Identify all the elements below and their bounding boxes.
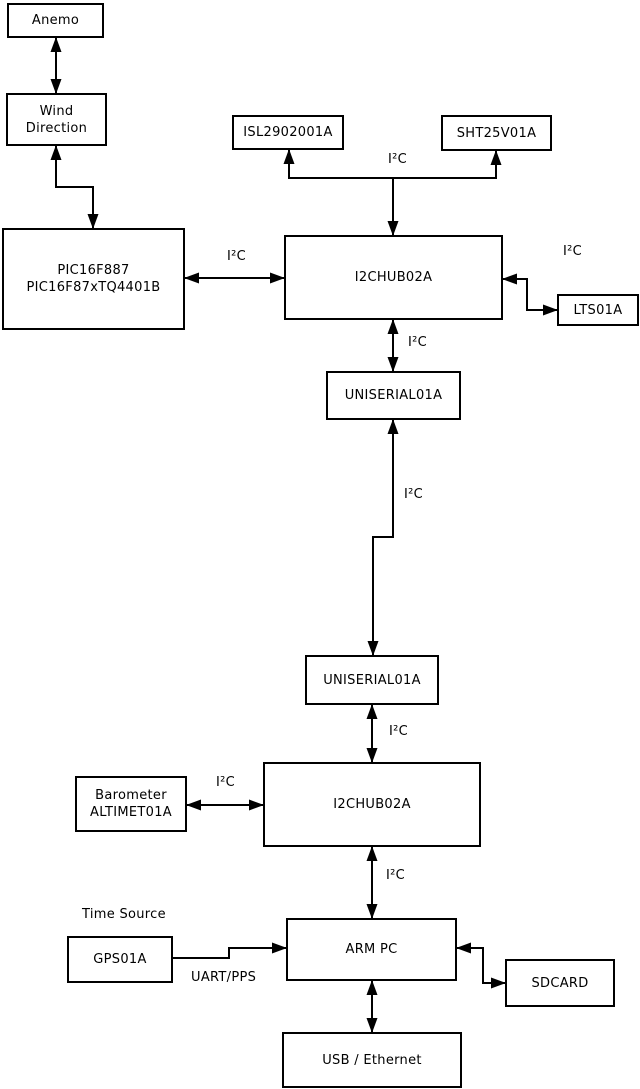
edge-label-i2c-uniserial-link: I²C — [404, 487, 424, 502]
edge-label-i2c-hub2-armpc: I²C — [386, 868, 406, 883]
connector-armpc-sdcard — [456, 942, 506, 989]
node-lts01a: LTS01A — [557, 294, 639, 326]
connector-hub1-lts — [502, 273, 558, 316]
node-anemo: Anemo — [7, 3, 104, 38]
annotation-time-source: Time Source — [82, 907, 166, 922]
node-isl2902001a: ISL2902001A — [232, 115, 344, 150]
node-barometer-altimet01a: Barometer ALTIMET01A — [75, 776, 187, 832]
node-arm-pc: ARM PC — [286, 918, 457, 981]
node-sdcard: SDCARD — [505, 959, 615, 1007]
edge-label-i2c-barometer-hub2: I²C — [216, 775, 236, 790]
node-wind-direction: Wind Direction — [6, 93, 107, 146]
edge-label-i2c-hub1-uniserial1: I²C — [408, 335, 428, 350]
node-sht25v01a: SHT25V01A — [441, 115, 552, 151]
edge-label-i2c-hub1-lts: I²C — [563, 244, 583, 259]
node-uniserial01a-bottom: UNISERIAL01A — [305, 655, 439, 705]
edge-label-i2c-sensor-bus: I²C — [388, 152, 408, 167]
node-i2chub02a-bottom: I2CHUB02A — [263, 762, 481, 847]
node-pic16f887: PIC16F887 PIC16F87xTQ4401B — [2, 228, 185, 330]
edge-label-uart-pps: UART/PPS — [191, 970, 257, 985]
connector-gps-armpc — [173, 942, 287, 959]
node-uniserial01a-top: UNISERIAL01A — [326, 371, 461, 420]
node-usb-ethernet: USB / Ethernet — [282, 1032, 462, 1088]
connector-wind-pic — [50, 145, 99, 229]
node-gps01a: GPS01A — [67, 936, 173, 983]
node-i2chub02a-top: I2CHUB02A — [284, 235, 503, 320]
connector-uniserial1-uniserial2 — [367, 419, 399, 656]
edge-label-i2c-uniserial2-hub2: I²C — [389, 724, 409, 739]
edge-label-i2c-pic-hub1: I²C — [227, 249, 247, 264]
